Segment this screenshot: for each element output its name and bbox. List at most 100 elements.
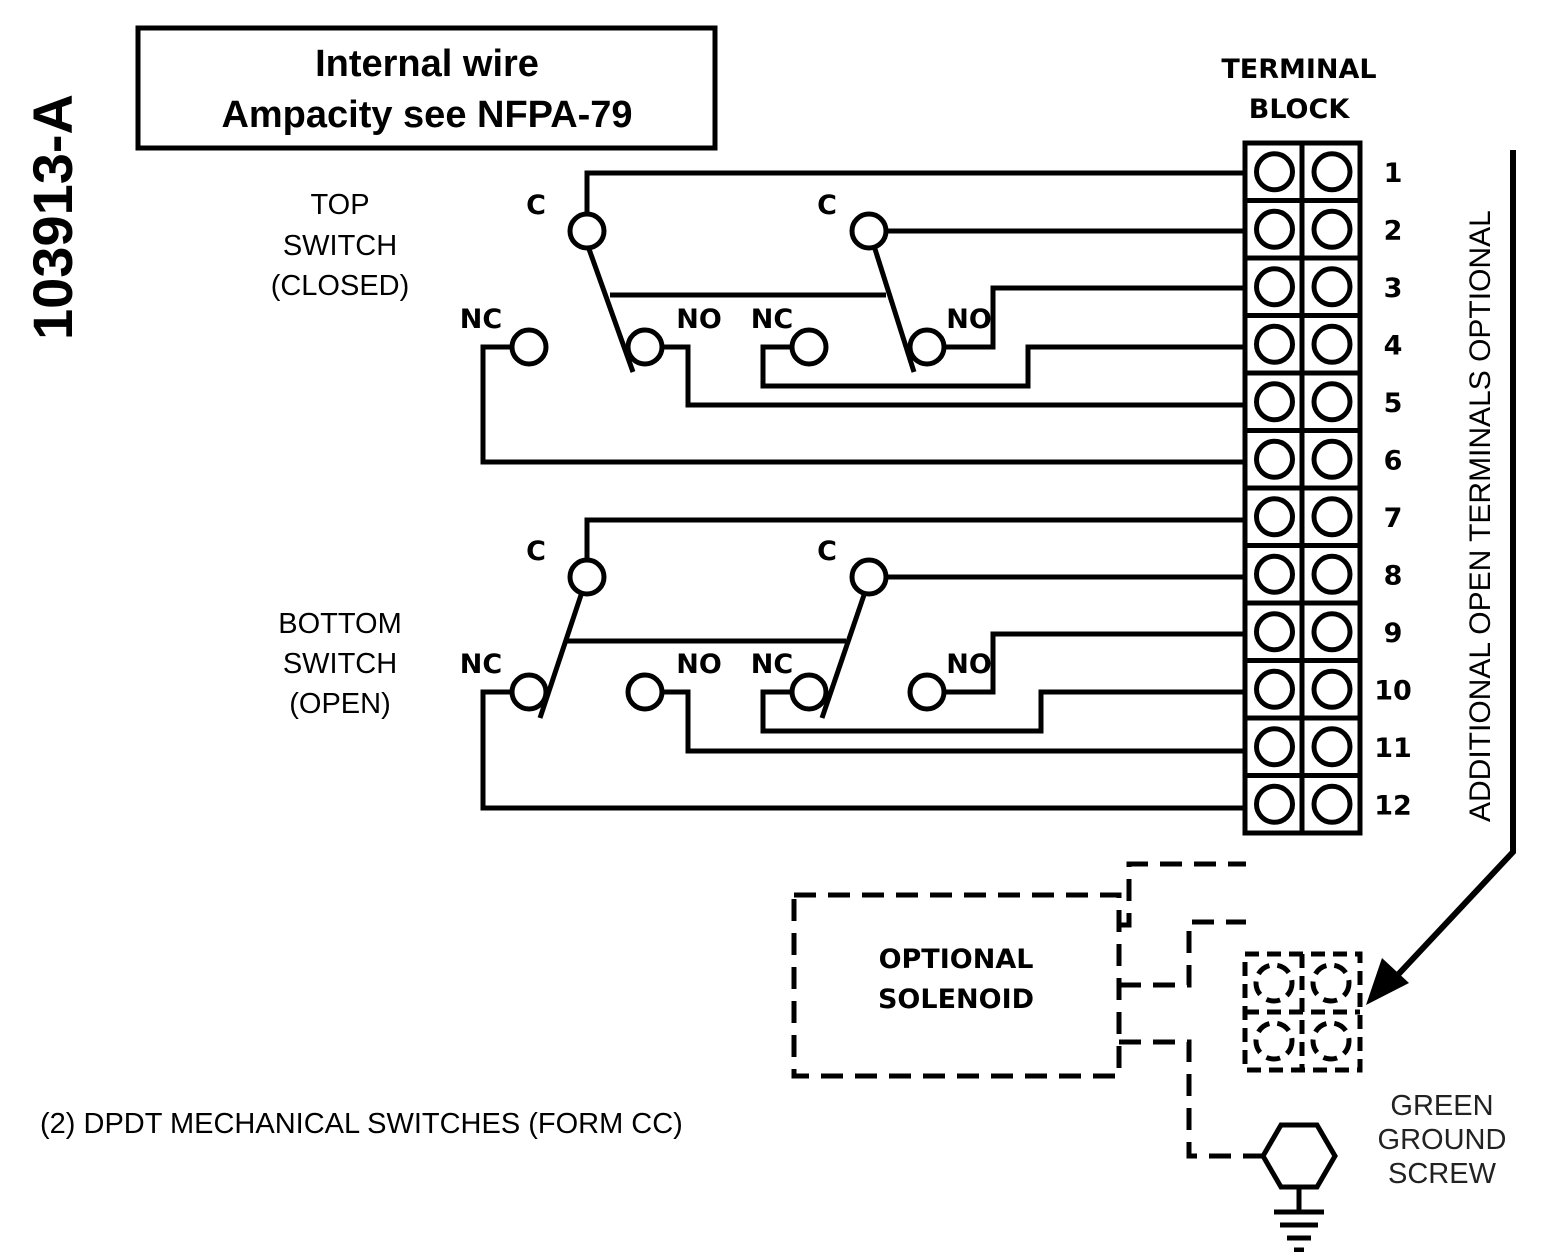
terminal-screw-right bbox=[1311, 438, 1353, 480]
terminal-screw-left bbox=[1254, 323, 1295, 365]
ground-hex bbox=[1260, 1122, 1338, 1190]
terminal-screw-left bbox=[1254, 381, 1295, 423]
side-note-arrow-line bbox=[1390, 150, 1516, 983]
terminal-screw-right bbox=[1311, 381, 1353, 423]
terminal-screw-left bbox=[1254, 438, 1295, 480]
switch-contacts bbox=[509, 211, 947, 712]
bottom-switch-label-1: BOTTOM bbox=[278, 608, 402, 640]
terminal-number: 8 bbox=[1384, 560, 1403, 591]
switch-arm bbox=[872, 248, 917, 373]
terminal-number: 7 bbox=[1384, 503, 1403, 534]
terminal-number: 2 bbox=[1384, 215, 1403, 246]
contact-nc bbox=[789, 327, 829, 367]
wire-b6 bbox=[663, 689, 1246, 754]
label-c: C bbox=[526, 190, 546, 221]
wire-t4 bbox=[945, 285, 1246, 350]
ground-label-1: GREEN bbox=[1390, 1090, 1493, 1122]
top-switch-label-1: TOP bbox=[310, 189, 369, 221]
bottom-switch-label-3: (OPEN) bbox=[289, 688, 391, 720]
wire-b1 bbox=[584, 517, 1246, 560]
label-nc: NC bbox=[460, 649, 502, 680]
terminal-screw-right bbox=[1311, 323, 1353, 365]
terminal-number: 12 bbox=[1374, 790, 1412, 821]
contact-c bbox=[567, 557, 607, 597]
contact-nc bbox=[789, 672, 829, 712]
document-id: 103913-A bbox=[21, 94, 84, 340]
terminal-screw-left bbox=[1254, 783, 1295, 825]
terminal-screw-right bbox=[1311, 496, 1353, 538]
wire-b4 bbox=[945, 631, 1246, 695]
terminal-screw-left bbox=[1254, 726, 1295, 768]
terminal-screw-right bbox=[1311, 208, 1353, 250]
terminal-number: 1 bbox=[1384, 158, 1403, 189]
bottom-switch-label-2: SWITCH bbox=[283, 648, 397, 680]
terminal-screw-right bbox=[1311, 151, 1353, 193]
label-c: C bbox=[526, 536, 546, 567]
contact-no bbox=[907, 327, 947, 367]
terminal-screw-right bbox=[1311, 266, 1353, 308]
terminal-screw-left bbox=[1254, 266, 1295, 308]
terminal-screw-left bbox=[1254, 496, 1295, 538]
label-no: NO bbox=[676, 304, 722, 335]
label-c: C bbox=[817, 190, 837, 221]
switch-arm bbox=[586, 248, 636, 373]
contact-no bbox=[907, 672, 947, 712]
switch-arm bbox=[819, 594, 867, 719]
contact-no bbox=[625, 672, 665, 712]
terminal-screw-right bbox=[1311, 553, 1353, 595]
wire-t7 bbox=[480, 344, 1246, 465]
contact-c bbox=[849, 211, 889, 251]
terminal-number: 9 bbox=[1384, 618, 1403, 649]
optional-terminals bbox=[1242, 951, 1363, 1073]
wire-b5 bbox=[760, 689, 1246, 734]
label-nc: NC bbox=[751, 304, 793, 335]
terminal-screw-left bbox=[1254, 611, 1295, 653]
solenoid-wiring bbox=[791, 861, 1263, 1159]
terminal-number: 5 bbox=[1384, 388, 1403, 419]
terminal-number: 4 bbox=[1384, 330, 1403, 361]
wire-t5 bbox=[760, 344, 1246, 389]
footer-note: (2) DPDT MECHANICAL SWITCHES (FORM CC) bbox=[40, 1108, 683, 1140]
label-nc: NC bbox=[751, 649, 793, 680]
contact-nc bbox=[509, 327, 549, 367]
label-no: NO bbox=[946, 304, 992, 335]
note-line-1: Internal wire bbox=[315, 43, 539, 85]
ground-screw-symbol bbox=[1260, 1122, 1338, 1252]
ground-label-2: GROUND bbox=[1378, 1124, 1507, 1156]
wire-t1 bbox=[584, 170, 1246, 213]
contact-no bbox=[625, 327, 665, 367]
label-c: C bbox=[817, 536, 837, 567]
terminal-screw-left bbox=[1254, 208, 1295, 250]
contact-nc bbox=[509, 672, 549, 712]
terminal-screw-left bbox=[1254, 553, 1295, 595]
terminal-block bbox=[1242, 140, 1363, 836]
label-nc: NC bbox=[460, 304, 502, 335]
terminal-screw-right bbox=[1311, 726, 1353, 768]
label-no: NO bbox=[946, 649, 992, 680]
wire-b7 bbox=[480, 689, 1246, 811]
terminal-number: 3 bbox=[1384, 273, 1403, 304]
terminal-number: 10 bbox=[1374, 675, 1412, 706]
terminal-block-title-1: TERMINAL bbox=[1221, 54, 1376, 85]
terminal-screw-left bbox=[1254, 151, 1295, 193]
label-no: NO bbox=[676, 649, 722, 680]
side-note-arrow-head bbox=[1366, 958, 1409, 1005]
contact-labels: C C NC NO NC NO C C NC NO NC NO bbox=[460, 190, 992, 680]
note-box bbox=[135, 25, 718, 151]
terminal-screw-left bbox=[1254, 668, 1295, 710]
side-note: ADDITIONAL OPEN TERMINALS OPTIONAL bbox=[1464, 210, 1497, 822]
note-line-2: Ampacity see NFPA-79 bbox=[221, 94, 632, 136]
solenoid-label-2: SOLENOID bbox=[878, 984, 1034, 1015]
terminal-number: 6 bbox=[1384, 445, 1403, 476]
top-switch-label-2: SWITCH bbox=[283, 230, 397, 262]
terminal-screw-right bbox=[1311, 611, 1353, 653]
wire-t6 bbox=[663, 344, 1246, 408]
top-switch-label-3: (CLOSED) bbox=[271, 270, 410, 302]
terminal-screw-right bbox=[1311, 783, 1353, 825]
terminal-screw-right bbox=[1311, 668, 1353, 710]
contact-c bbox=[567, 211, 607, 251]
terminal-number: 11 bbox=[1374, 733, 1412, 764]
solenoid-label-1: OPTIONAL bbox=[879, 944, 1034, 975]
